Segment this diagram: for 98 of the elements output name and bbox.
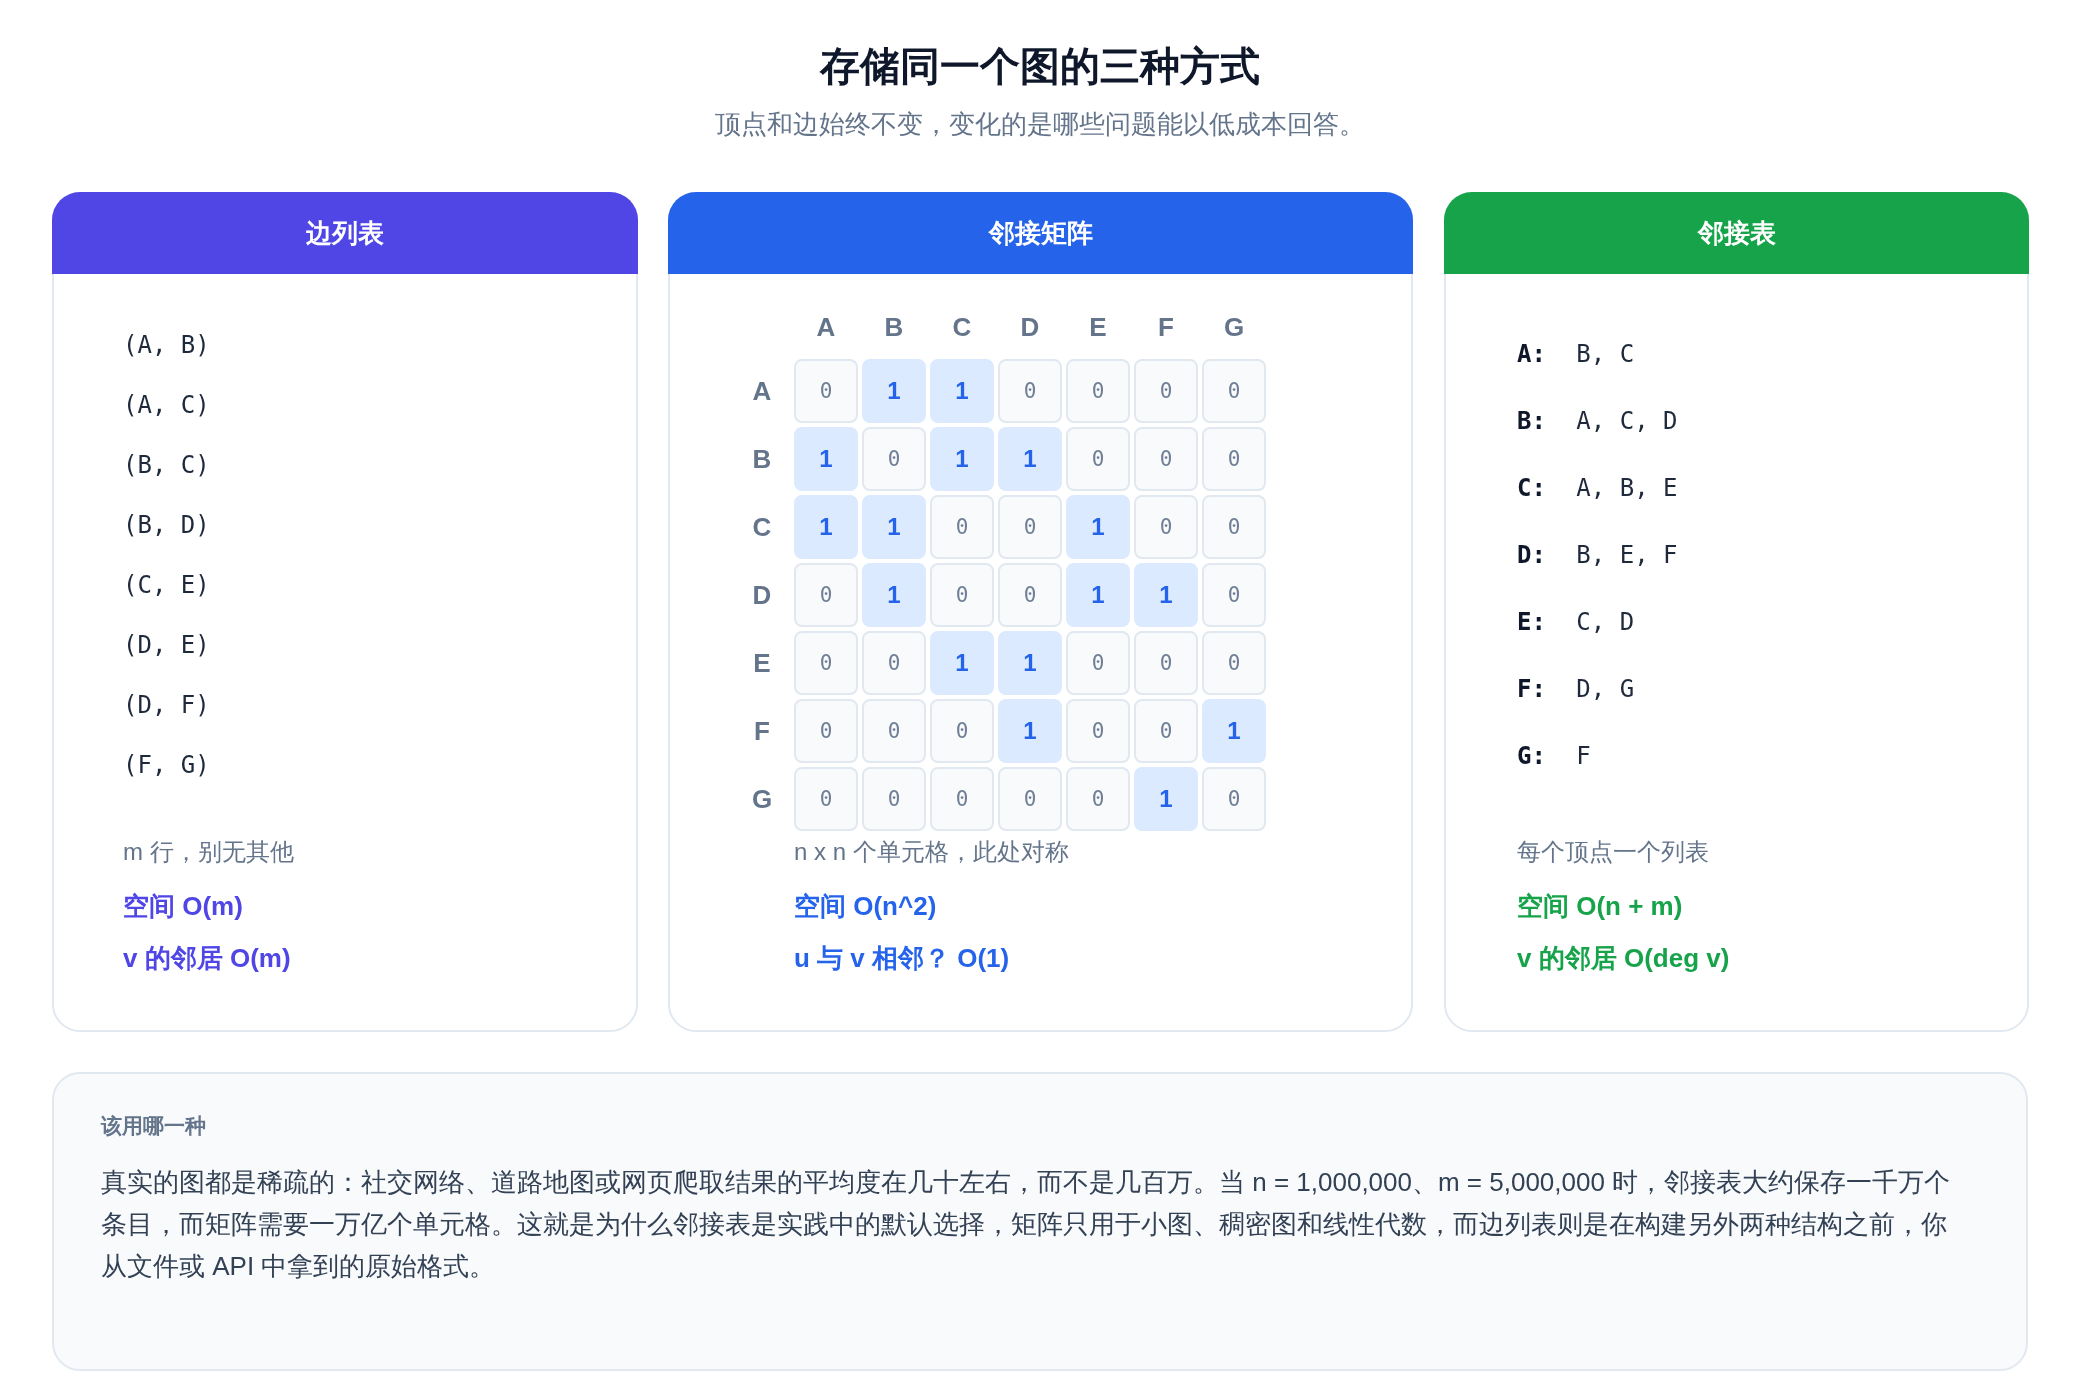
- edge-pair: (B, D): [123, 510, 210, 541]
- matrix-cell: 0: [1066, 631, 1130, 695]
- matrix-cell: 0: [794, 631, 858, 695]
- matrix-cell: 0: [930, 699, 994, 763]
- note-text: n x n 个单元格，此处对称: [794, 837, 1069, 867]
- row-label: A: [751, 375, 773, 408]
- edge-pair: (D, F): [123, 690, 210, 721]
- column-label: G: [1222, 311, 1246, 344]
- matrix-cell: 0: [1202, 427, 1266, 491]
- matrix-cell: 0: [1066, 427, 1130, 491]
- complexity-text: 空间 O(n + m): [1517, 890, 1683, 923]
- matrix-cell: 1: [1134, 767, 1198, 831]
- edge-pair: (A, B): [123, 330, 210, 361]
- matrix-cell: 1: [1066, 495, 1130, 559]
- edge-pair: (C, E): [123, 570, 210, 601]
- adjacency-row-text: G: F: [1517, 741, 1591, 772]
- matrix-cell: 1: [998, 631, 1062, 695]
- row-label: F: [753, 715, 771, 748]
- matrix-cell: 1: [1134, 563, 1198, 627]
- note-panel: [52, 1072, 2028, 1371]
- matrix-cell: 0: [1134, 699, 1198, 763]
- matrix-cell: 0: [794, 767, 858, 831]
- matrix-cell: 0: [1202, 495, 1266, 559]
- column-label: F: [1157, 311, 1175, 344]
- matrix-cell: 0: [930, 495, 994, 559]
- matrix-cell: 0: [1134, 495, 1198, 559]
- complexity-text: 空间 O(m): [123, 890, 243, 923]
- matrix-cell: 0: [1202, 631, 1266, 695]
- edge-pair: (A, C): [123, 390, 210, 421]
- matrix-cell: 0: [998, 767, 1062, 831]
- row-label: B: [751, 443, 773, 476]
- matrix-cell: 0: [862, 631, 926, 695]
- panel-header: 邻接矩阵: [668, 192, 1413, 274]
- complexity-text: v 的邻居 O(m): [123, 942, 291, 975]
- column-label: B: [883, 311, 905, 344]
- column-label: A: [815, 311, 837, 344]
- panel: [1444, 192, 2029, 1032]
- matrix-cell: 0: [1066, 767, 1130, 831]
- matrix-cell: 1: [862, 359, 926, 423]
- edge-pair: (D, E): [123, 630, 210, 661]
- matrix-cell: 1: [862, 563, 926, 627]
- adjacency-row-text: C: A, B, E: [1517, 473, 1678, 504]
- matrix-cell: 0: [1202, 563, 1266, 627]
- panel: [52, 192, 638, 1032]
- note-text: 每个顶点一个列表: [1517, 837, 1709, 867]
- matrix-cell: 0: [930, 563, 994, 627]
- adjacency-row-text: F: D, G: [1517, 674, 1635, 705]
- matrix-cell: 1: [1202, 699, 1266, 763]
- subtitle: 顶点和边始终不变，变化的是哪些问题能以低成本回答。: [715, 108, 1365, 141]
- row-label: C: [751, 511, 773, 544]
- matrix-cell: 0: [1134, 631, 1198, 695]
- matrix-cell: 1: [862, 495, 926, 559]
- complexity-text: v 的邻居 O(deg v): [1517, 942, 1730, 975]
- matrix-cell: 0: [998, 563, 1062, 627]
- matrix-cell: 1: [998, 699, 1062, 763]
- complexity-text: 空间 O(n^2): [794, 890, 937, 923]
- matrix-cell: 0: [794, 359, 858, 423]
- adjacency-row-text: B: A, C, D: [1517, 406, 1678, 437]
- matrix-cell: 0: [998, 359, 1062, 423]
- row-label: D: [751, 579, 773, 612]
- column-label: C: [951, 311, 973, 344]
- column-label: E: [1088, 311, 1108, 344]
- matrix-cell: 0: [1134, 427, 1198, 491]
- matrix-cell: 0: [998, 495, 1062, 559]
- adjacency-row-text: E: C, D: [1517, 607, 1635, 638]
- adjacency-row-text: A: B, C: [1517, 339, 1635, 370]
- matrix-cell: 0: [794, 563, 858, 627]
- matrix-cell: 1: [794, 495, 858, 559]
- matrix-cell: 1: [930, 427, 994, 491]
- note-text: m 行，别无其他: [123, 837, 294, 867]
- body-text: 真实的图都是稀疏的：社交网络、道路地图或网页爬取结果的平均度在几十左右，而不是几百万。当 n = 1,000,000、m = 5,000,000 时，邻接表大约保存一千万个条目，而矩阵需要一万亿个单元格。这就是为什么邻接表是实践中的默认选择，矩阵只用于小图、稠密图和线性代数，而边列表则是在构建另外两种结构之前，你从文件或 API 中拿到的原始格式。: [101, 1166, 1952, 1283]
- matrix-cell: 0: [794, 699, 858, 763]
- matrix-cell: 0: [930, 767, 994, 831]
- matrix-cell: 1: [1066, 563, 1130, 627]
- panel-header: 邻接表: [1444, 192, 2029, 274]
- panel-header: 边列表: [52, 192, 638, 274]
- column-label: D: [1019, 311, 1041, 344]
- matrix-cell: 0: [1202, 359, 1266, 423]
- page-title: 存储同一个图的三种方式: [820, 43, 1260, 90]
- complexity-text: u 与 v 相邻？ O(1): [794, 942, 1010, 975]
- edge-pair: (B, C): [123, 450, 210, 481]
- matrix-cell: 1: [794, 427, 858, 491]
- panel: [668, 192, 1413, 1032]
- matrix-cell: 1: [930, 359, 994, 423]
- matrix-cell: 0: [1066, 699, 1130, 763]
- matrix-cell: 0: [862, 427, 926, 491]
- row-label: E: [752, 647, 772, 680]
- section-heading: 该用哪一种: [101, 1113, 206, 1139]
- row-label: G: [750, 783, 774, 816]
- adjacency-row-text: D: B, E, F: [1517, 540, 1678, 571]
- matrix-cell: 1: [930, 631, 994, 695]
- matrix-cell: 0: [1202, 767, 1266, 831]
- edge-pair: (F, G): [123, 750, 210, 781]
- matrix-cell: 0: [1134, 359, 1198, 423]
- matrix-cell: 0: [862, 699, 926, 763]
- matrix-cell: 1: [998, 427, 1062, 491]
- matrix-cell: 0: [1066, 359, 1130, 423]
- matrix-cell: 0: [862, 767, 926, 831]
